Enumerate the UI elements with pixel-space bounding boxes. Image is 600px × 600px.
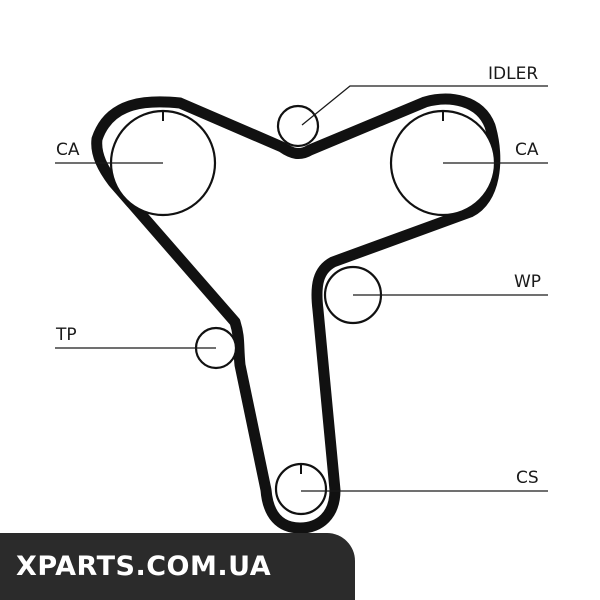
watermark-text: XPARTS.COM.UA — [16, 551, 272, 582]
crankshaft-pulley — [274, 462, 328, 516]
cs-label: CS — [516, 468, 539, 488]
watermark-banner: XPARTS.COM.UA — [0, 533, 355, 600]
tp-label: TP — [55, 325, 77, 345]
wp-label: WP — [514, 272, 541, 292]
ca-left-label: CA — [56, 140, 80, 160]
idler-leader-line — [301, 85, 548, 126]
idler-label: IDLER — [488, 64, 538, 84]
timing-belt — [91, 93, 501, 534]
idler-pulley — [276, 104, 320, 148]
ca-right-label: CA — [515, 140, 539, 160]
